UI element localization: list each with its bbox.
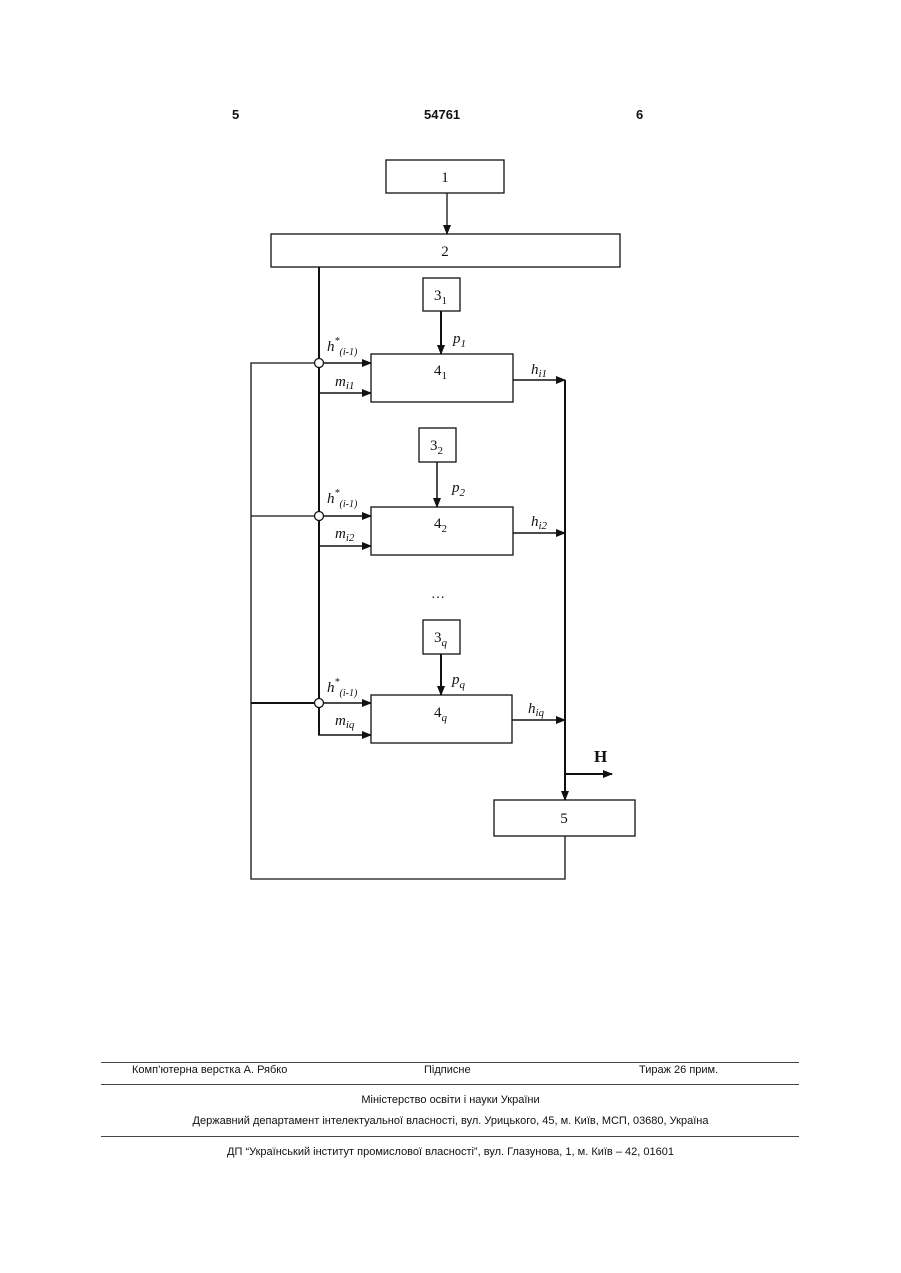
p-label-q: pq bbox=[451, 672, 466, 691]
footer-circulation: Тираж 26 прим. bbox=[639, 1064, 718, 1076]
source-label-2: 32 bbox=[430, 438, 443, 457]
footer-rule-top bbox=[101, 1062, 799, 1063]
source-label-q: 3q bbox=[434, 630, 448, 649]
block-5-label: 5 bbox=[560, 811, 568, 827]
m-label-q: miq bbox=[335, 713, 355, 731]
processing-label-2: 42 bbox=[434, 516, 447, 535]
footer-department: Державний департамент інтелектуальної вл… bbox=[0, 1115, 901, 1127]
output-label: H bbox=[594, 747, 607, 766]
footer-rule-bottom bbox=[101, 1136, 799, 1137]
junction-node-1 bbox=[315, 359, 324, 368]
junction-node-q bbox=[315, 699, 324, 708]
junction-node-2 bbox=[315, 512, 324, 521]
h-out-label-q: hiq bbox=[528, 701, 545, 719]
h-out-label-2: hi2 bbox=[531, 514, 548, 532]
block-2-label: 2 bbox=[441, 244, 449, 260]
block-1-label: 1 bbox=[441, 170, 449, 186]
processing-label-q: 4q bbox=[434, 705, 448, 724]
feedback-loop bbox=[251, 363, 565, 879]
footer-rule-middle bbox=[101, 1084, 799, 1085]
h-prev-label-2: h*(i-1) bbox=[327, 488, 358, 510]
p-label-1: p1 bbox=[452, 331, 466, 350]
h-prev-label-1: h*(i-1) bbox=[327, 336, 358, 358]
unit-2: 32 p2 42 h*(i-1) mi2 hi2 bbox=[315, 428, 566, 555]
unit-q: 3q pq 4q h*(i-1) miq hiq bbox=[315, 620, 566, 743]
h-prev-label-q: h*(i-1) bbox=[327, 677, 358, 699]
footer-composer: Комп’ютерна верстка А. Рябко bbox=[132, 1064, 287, 1076]
processing-label-1: 41 bbox=[434, 363, 447, 382]
m-label-2: mi2 bbox=[335, 526, 355, 544]
footer-institute: ДП “Український інститут промислової вла… bbox=[0, 1146, 901, 1158]
ellipsis: … bbox=[431, 587, 445, 602]
h-out-label-1: hi1 bbox=[531, 362, 547, 380]
footer-signed: Підписне bbox=[424, 1064, 471, 1076]
unit-1: 31 p1 41 h*(i-1) mi1 hi1 bbox=[315, 278, 566, 402]
m-label-1: mi1 bbox=[335, 374, 354, 392]
source-label-1: 31 bbox=[434, 288, 447, 307]
p-label-2: p2 bbox=[451, 480, 466, 499]
footer-ministry: Міністерство освіти і науки України bbox=[0, 1094, 901, 1106]
